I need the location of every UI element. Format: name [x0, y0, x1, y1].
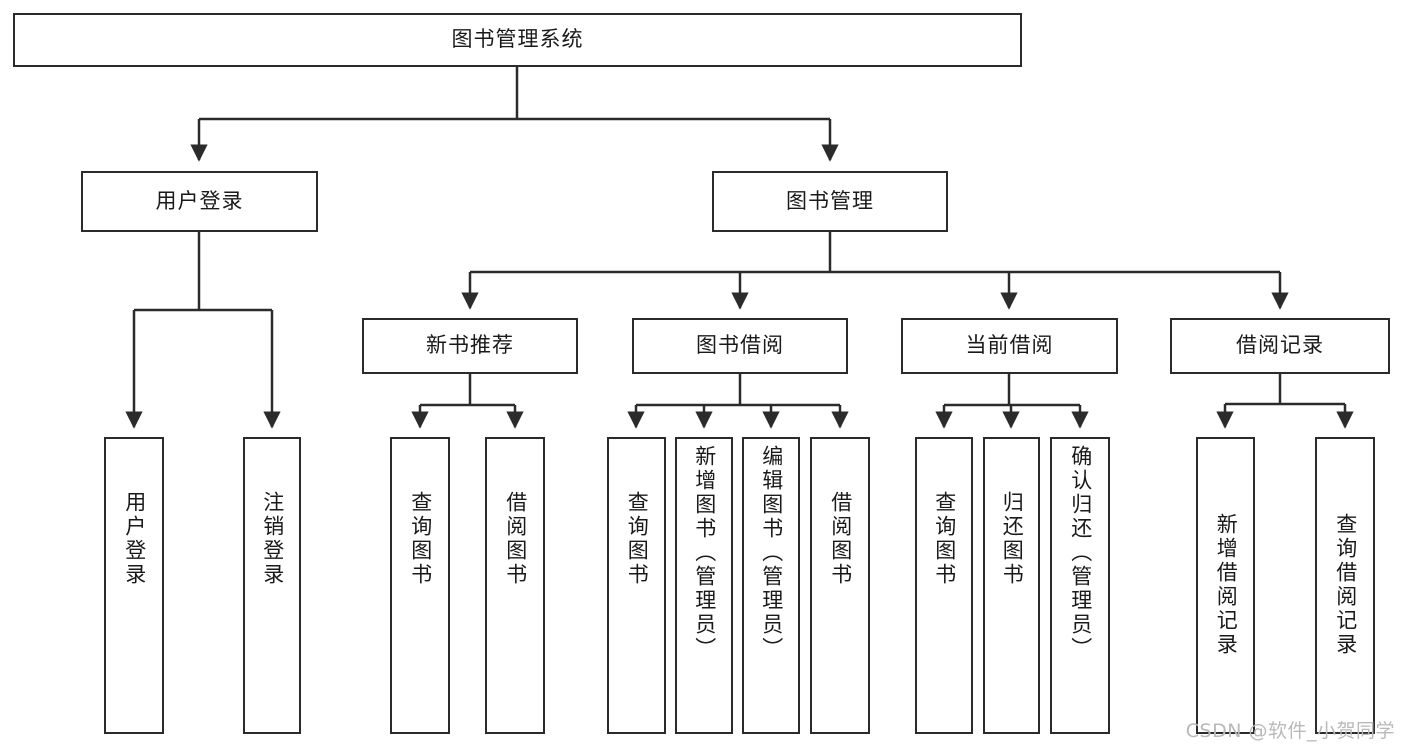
node-label: 新增借阅记录: [1214, 513, 1239, 657]
node-label: 新增图书（管理员）: [692, 445, 717, 661]
node-leaf-borrow-book-recommend[interactable]: 借阅图书: [485, 437, 545, 734]
node-label: 借阅记录: [1236, 333, 1324, 358]
node-leaf-borrow-book[interactable]: 借阅图书: [810, 437, 870, 734]
node-leaf-query-book-recommend[interactable]: 查询图书: [390, 437, 450, 734]
node-label: 查询图书: [408, 491, 433, 587]
node-current-borrow[interactable]: 当前借阅: [901, 318, 1118, 374]
node-leaf-edit-book-admin[interactable]: 编辑图书（管理员）: [742, 437, 800, 734]
node-label: 归还图书: [1000, 491, 1025, 587]
node-label: 当前借阅: [965, 333, 1054, 358]
node-leaf-query-book-borrow[interactable]: 查询图书: [607, 437, 666, 734]
node-leaf-query-book-current[interactable]: 查询图书: [915, 437, 973, 734]
node-user-login[interactable]: 用户登录: [81, 171, 318, 232]
node-label: 图书借阅: [696, 333, 784, 358]
node-label: 用户登录: [155, 188, 244, 213]
node-leaf-user-logout[interactable]: 注销登录: [243, 437, 301, 734]
node-book-management-system[interactable]: 图书管理系统: [13, 13, 1022, 67]
node-leaf-return-book[interactable]: 归还图书: [983, 437, 1040, 734]
node-label: 查询图书: [932, 491, 957, 587]
node-label: 新书推荐: [426, 333, 514, 358]
node-leaf-user-login[interactable]: 用户登录: [104, 437, 164, 734]
node-leaf-add-book-admin[interactable]: 新增图书（管理员）: [675, 437, 733, 734]
node-label: 确认归还（管理员）: [1068, 445, 1093, 661]
node-book-management[interactable]: 图书管理: [712, 171, 948, 232]
node-label: 图书管理系统: [451, 27, 584, 52]
node-label: 编辑图书（管理员）: [759, 445, 784, 661]
node-label: 查询借阅记录: [1333, 513, 1358, 657]
node-label: 用户登录: [122, 491, 147, 587]
node-label: 查询图书: [625, 491, 650, 587]
node-new-book-recommend[interactable]: 新书推荐: [362, 318, 578, 374]
node-borrow-record[interactable]: 借阅记录: [1170, 318, 1390, 374]
node-leaf-add-borrow-record[interactable]: 新增借阅记录: [1196, 437, 1255, 734]
node-label: 借阅图书: [828, 491, 853, 587]
csdn-watermark: CSDN @软件_小贺同学: [1185, 720, 1395, 742]
node-label: 注销登录: [260, 491, 285, 587]
node-label: 图书管理: [786, 188, 874, 213]
node-leaf-confirm-return-admin[interactable]: 确认归还（管理员）: [1050, 437, 1110, 734]
node-leaf-query-borrow-record[interactable]: 查询借阅记录: [1315, 437, 1375, 734]
node-book-borrow[interactable]: 图书借阅: [632, 318, 848, 374]
node-label: 借阅图书: [503, 491, 528, 587]
